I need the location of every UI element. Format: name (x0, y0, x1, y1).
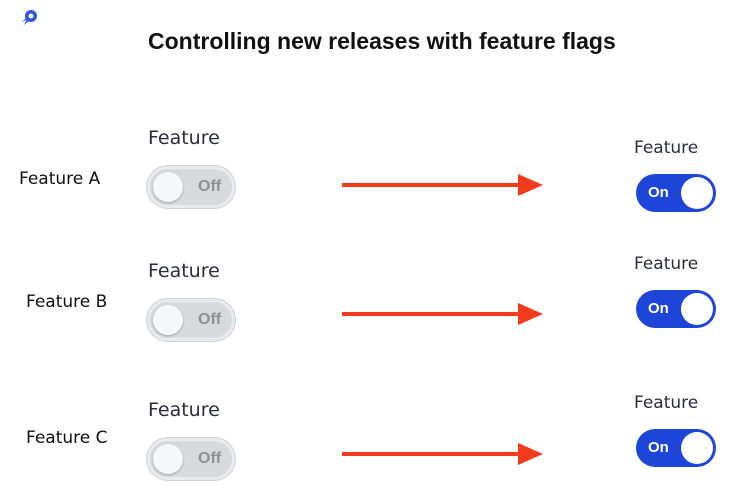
toggle-knob (681, 177, 713, 209)
toggle-off-label: Off (198, 450, 222, 467)
arrow-feature-a (342, 174, 543, 196)
toggle-knob (153, 172, 183, 202)
caption-before-feature-a: Feature (148, 127, 220, 149)
toggle-off-feature-a[interactable]: Off (147, 166, 235, 208)
arrow-feature-b (342, 303, 543, 325)
toggle-on-label: On (648, 300, 669, 317)
toggle-on-label: On (648, 184, 669, 201)
toggle-on-label: On (648, 439, 669, 456)
toggle-knob (681, 293, 713, 325)
caption-after-feature-a: Feature (634, 138, 699, 158)
toggle-knob (153, 444, 183, 474)
toggle-off-label: Off (198, 311, 222, 328)
caption-after-feature-c: Feature (634, 393, 699, 413)
arrow-feature-c (342, 443, 543, 465)
diagram-title: Controlling new releases with feature fl… (148, 28, 616, 54)
row-label-feature-c: Feature C (26, 428, 108, 448)
toggle-on-feature-b[interactable]: On (636, 290, 716, 328)
caption-after-feature-b: Feature (634, 254, 699, 274)
toggle-off-feature-c[interactable]: Off (147, 438, 235, 480)
toggle-on-feature-a[interactable]: On (636, 174, 716, 212)
toggle-knob (153, 305, 183, 335)
rocket-logo-icon (20, 8, 40, 28)
toggle-off-label: Off (198, 178, 222, 195)
caption-before-feature-c: Feature (148, 399, 220, 421)
toggle-on-feature-c[interactable]: On (636, 429, 716, 467)
toggle-off-feature-b[interactable]: Off (147, 299, 235, 341)
toggle-knob (681, 432, 713, 464)
caption-before-feature-b: Feature (148, 260, 220, 282)
row-label-feature-a: Feature A (19, 169, 101, 189)
row-label-feature-b: Feature B (26, 292, 108, 312)
